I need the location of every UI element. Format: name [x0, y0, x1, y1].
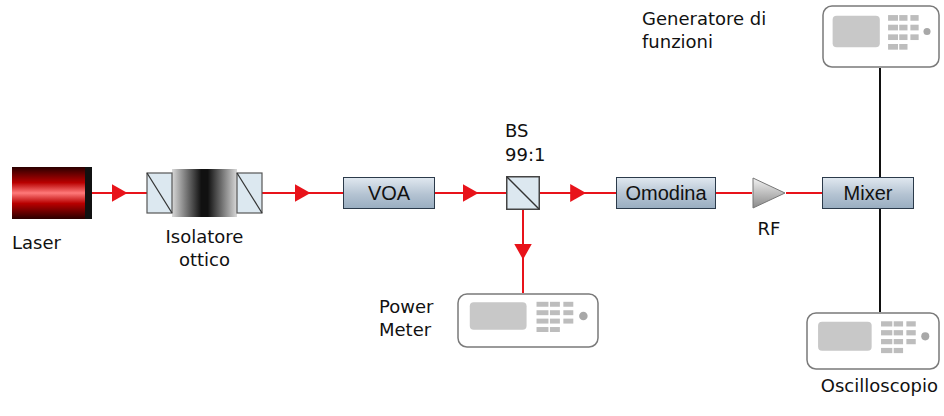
attenuator-box: VOA — [343, 177, 435, 209]
device-label: Power Meter — [379, 295, 451, 342]
laser-source: Laser — [12, 167, 92, 219]
optical-isolator: Isolatore ottico — [147, 169, 262, 217]
oscilloscope-icon — [806, 312, 940, 370]
optical-isolator-icon — [147, 169, 262, 217]
function-generator-icon — [822, 5, 940, 68]
device-label: RF — [749, 217, 789, 240]
box-label: Mixer — [844, 182, 893, 205]
function-generator: Generatore di funzioni — [822, 5, 940, 68]
signal-line — [92, 192, 147, 194]
power-meter-icon — [457, 293, 599, 348]
device-label: Generatore di funzioni — [642, 7, 814, 54]
beam-splitter-icon — [506, 176, 540, 210]
signal-line — [540, 192, 616, 194]
signal-line — [716, 192, 752, 194]
device-label: BS 99:1 — [505, 119, 565, 166]
mixer-box: Mixer — [822, 177, 914, 209]
signal-line — [522, 210, 524, 293]
signal-line — [262, 192, 343, 194]
signal-line — [786, 192, 822, 194]
cable-line — [879, 209, 881, 312]
rf-amplifier: RF — [752, 177, 786, 209]
device-label: Isolatore ottico — [150, 225, 260, 272]
oscilloscope: Oscilloscopio — [806, 312, 940, 370]
beam-splitter: BS 99:1 — [506, 176, 540, 210]
box-label: VOA — [368, 182, 410, 205]
device-label: Oscilloscopio — [821, 374, 938, 397]
rf-amplifier-icon — [752, 177, 786, 209]
cable-line — [879, 68, 881, 177]
signal-line — [435, 192, 506, 194]
homodyne-box: Omodina — [616, 177, 715, 209]
device-label: Laser — [12, 231, 61, 254]
box-label: Omodina — [625, 182, 706, 205]
power-meter: Power Meter — [457, 293, 599, 348]
laser-source-icon — [12, 167, 92, 219]
